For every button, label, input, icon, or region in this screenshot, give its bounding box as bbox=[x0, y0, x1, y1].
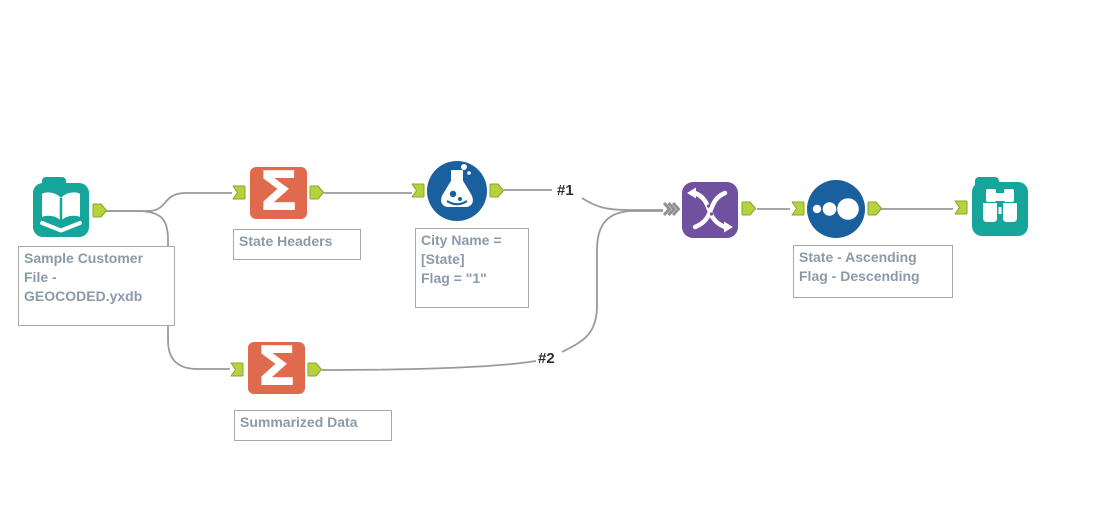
browse-tool[interactable] bbox=[972, 177, 1028, 236]
union-tool[interactable] bbox=[682, 182, 738, 238]
input-anchor-sort[interactable] bbox=[791, 201, 805, 216]
output-anchor-summarize-top[interactable] bbox=[309, 185, 324, 200]
input-anchor-browse[interactable] bbox=[954, 200, 968, 215]
formula-tool[interactable] bbox=[426, 160, 488, 222]
flask-icon bbox=[427, 161, 487, 221]
annotation-summarize-bottom[interactable]: Summarized Data bbox=[234, 410, 392, 441]
output-anchor-input[interactable] bbox=[92, 203, 107, 218]
wire-label1-to-union[interactable] bbox=[581, 197, 663, 211]
annotation-summarize-top[interactable]: State Headers bbox=[233, 229, 361, 260]
annotation-input[interactable]: Sample Customer File - GEOCODED.yxdb bbox=[18, 246, 175, 326]
sort-dots-icon bbox=[807, 180, 865, 238]
summarize-tool-top[interactable]: Σ bbox=[250, 165, 307, 219]
wire-summarize-bottom-to-label2[interactable] bbox=[321, 360, 537, 371]
summarize-tool-bottom[interactable]: Σ bbox=[248, 340, 305, 394]
output-anchor-formula[interactable] bbox=[489, 183, 504, 198]
wire-label-1: #1 bbox=[557, 182, 574, 199]
annotation-formula[interactable]: City Name = [State] Flag = "1" bbox=[415, 228, 529, 308]
output-anchor-sort[interactable] bbox=[867, 201, 882, 216]
input-anchor-summarize-top[interactable] bbox=[232, 185, 246, 200]
book-icon bbox=[33, 177, 89, 237]
input-anchor-summarize-bottom[interactable] bbox=[230, 362, 244, 377]
sigma-icon: Σ bbox=[255, 335, 298, 398]
wire-input-to-summarize-top[interactable] bbox=[106, 192, 232, 212]
wire-label-2: #2 bbox=[538, 350, 555, 367]
output-anchor-union[interactable] bbox=[741, 201, 756, 216]
output-anchor-summarize-bottom[interactable] bbox=[307, 362, 322, 377]
input-anchor-formula[interactable] bbox=[411, 183, 425, 198]
input-data-tool[interactable] bbox=[33, 177, 89, 237]
annotation-sort[interactable]: State - Ascending Flag - Descending bbox=[793, 245, 953, 298]
sort-tool[interactable] bbox=[807, 180, 865, 238]
dna-helix-icon bbox=[682, 182, 738, 238]
multi-input-anchor-union[interactable] bbox=[662, 201, 681, 217]
binoculars-icon bbox=[972, 177, 1028, 236]
sigma-icon: Σ bbox=[257, 160, 300, 223]
wire-label2-to-union[interactable] bbox=[561, 210, 663, 353]
